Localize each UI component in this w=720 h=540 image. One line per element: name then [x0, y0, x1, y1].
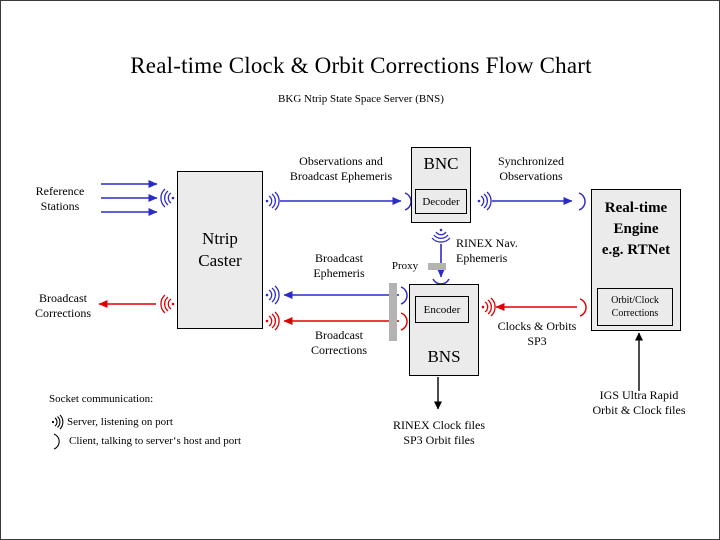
box-orbit-clock-corrections[interactable]: Orbit/Clock Corrections — [597, 288, 673, 326]
server-antenna-icon-caster-in — [160, 188, 175, 208]
label-broadcast-corrections-mid: Broadcast Corrections — [311, 328, 367, 357]
label-rinex-nav-ephemeris: RINEX Nav. Ephemeris — [456, 236, 518, 265]
server-antenna-icon-bnc-nav-down — [431, 228, 451, 243]
label-broadcast-ephemeris: Broadcast Ephemeris — [313, 251, 365, 280]
client-socket-icon-rtengine-in — [578, 192, 586, 211]
server-antenna-icon-caster-bce-in — [265, 285, 280, 305]
box-orbit-clock-corrections-label: Orbit/Clock Corrections — [611, 295, 659, 319]
label-proxy: Proxy — [391, 260, 419, 272]
box-realtime-engine-label: Real-time Engine e.g. RTNet — [601, 200, 671, 258]
client-socket-icon-bns-bc-out — [400, 312, 408, 331]
server-antenna-icon-bnc-out — [477, 191, 492, 211]
client-socket-icon-bns-bce-out — [400, 286, 408, 305]
box-bns-label: BNS — [427, 347, 461, 366]
label-igs-ultra-rapid: IGS Ultra Rapid Orbit & Clock files — [592, 388, 686, 417]
server-antenna-icon-caster-bc-out — [160, 294, 175, 314]
box-bns-encoder-label: Encoder — [423, 303, 461, 316]
legend-server-label: Server, listening on port — [67, 416, 173, 428]
box-ntrip-caster-label: Ntrip Caster — [198, 229, 242, 270]
client-socket-icon-rtengine-out — [579, 298, 587, 317]
server-antenna-icon-caster-bc-in — [265, 311, 280, 331]
page-subtitle: BKG Ntrip State Space Server (BNS) — [278, 93, 444, 105]
proxy-bar-horizontal — [428, 263, 446, 270]
legend-client-label: Client, talking to server‘s host and por… — [69, 435, 241, 447]
label-broadcast-corrections-left: Broadcast Corrections — [35, 291, 91, 320]
server-antenna-icon-bns-clocks-in — [481, 297, 496, 317]
box-ntrip-caster[interactable]: Ntrip Caster — [177, 171, 263, 329]
arrow-reference-stations — [101, 180, 158, 216]
page-title: Real-time Clock & Orbit Corrections Flow… — [130, 53, 592, 78]
server-antenna-icon-caster-obs-out — [265, 191, 280, 211]
label-reference-stations: Reference Stations — [35, 184, 85, 213]
legend-client-socket-icon — [53, 433, 60, 450]
label-clocks-and-orbits: Clocks & Orbits SP3 — [497, 319, 577, 348]
box-bnc-decoder[interactable]: Decoder — [415, 189, 467, 214]
legend-heading: Socket communication: — [49, 393, 154, 405]
box-bns-encoder[interactable]: Encoder — [415, 296, 469, 323]
legend-server-antenna-icon — [51, 414, 64, 430]
label-synchronized-observations: Synchronized Observations — [498, 154, 564, 183]
client-socket-icon-bnc-in — [404, 192, 412, 211]
box-bnc-label: BNC — [423, 154, 459, 173]
label-observations-broadcast-ephemeris: Observations and Broadcast Ephemeris — [289, 154, 393, 183]
label-rinex-clock-files: RINEX Clock files SP3 Orbit files — [393, 418, 485, 447]
proxy-bar-vertical — [389, 283, 397, 341]
box-bnc-decoder-label: Decoder — [422, 195, 460, 208]
client-socket-icon-bns-nav-in — [432, 278, 450, 285]
